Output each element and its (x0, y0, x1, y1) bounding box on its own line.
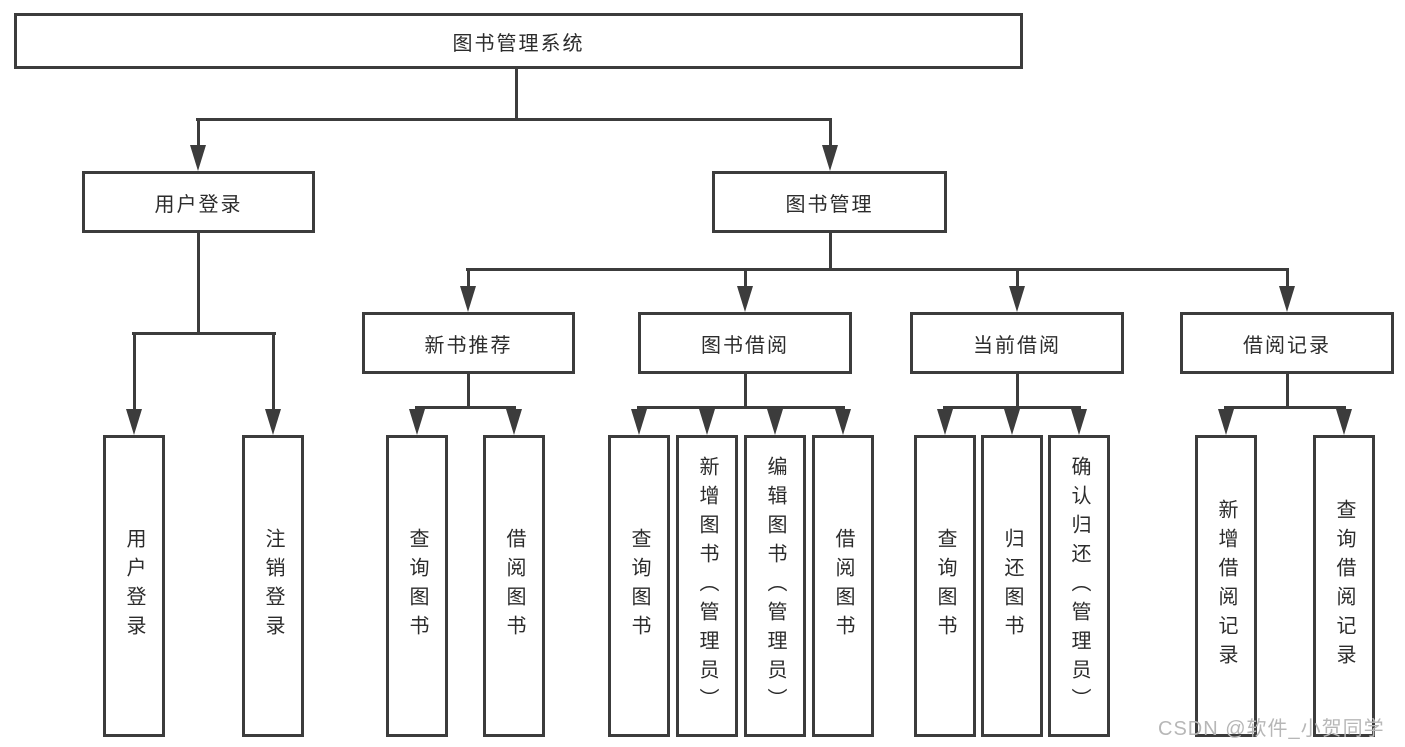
connector-drop (743, 271, 747, 287)
leaf-user-login: 用户登录 (103, 435, 165, 737)
leaf-user-login-label: 用户登录 (123, 528, 145, 644)
node-current-borrowing: 当前借阅 (910, 312, 1124, 374)
connector-new-book-branch (415, 406, 516, 409)
connector-root-stem (514, 69, 518, 121)
connector-drop (196, 121, 200, 147)
connector-drop (132, 335, 136, 409)
leaf-borrow-books-1: 借阅图书 (483, 435, 545, 737)
arrowhead-down-icon (937, 409, 953, 435)
node-book-management-label: 图书管理 (785, 193, 874, 216)
arrowhead-down-icon (1336, 409, 1352, 435)
node-current-borrowing-label: 当前借阅 (973, 334, 1061, 357)
connector-drop (1015, 271, 1019, 287)
node-book-borrowing: 图书借阅 (638, 312, 852, 374)
arrowhead-down-icon (506, 409, 522, 435)
leaf-add-borrow-record: 新增借阅记录 (1195, 435, 1257, 737)
leaf-return-books: 归还图书 (981, 435, 1043, 737)
leaf-edit-books-admin-label: 编辑图书（管理员） (764, 455, 786, 717)
connector-root-branch (196, 118, 832, 121)
node-book-borrowing-label: 图书借阅 (701, 334, 789, 357)
arrowhead-down-icon (460, 286, 476, 312)
connector-user-login-stem (196, 233, 200, 334)
connector-book-mgmt-branch (466, 268, 1289, 271)
leaf-query-borrow-record: 查询借阅记录 (1313, 435, 1375, 737)
connector-drop (271, 335, 275, 409)
connector-drop (1285, 271, 1289, 287)
arrowhead-down-icon (265, 409, 281, 435)
leaf-add-books-admin-label: 新增图书（管理员） (696, 455, 718, 717)
node-user-login: 用户登录 (82, 171, 315, 233)
leaf-add-books-admin: 新增图书（管理员） (676, 435, 738, 737)
connector-new-book-stem (466, 374, 470, 408)
arrowhead-down-icon (767, 409, 783, 435)
connector-book-borrow-branch (637, 406, 845, 409)
connector-drop (466, 271, 470, 287)
connector-current-borrow-stem (1015, 374, 1019, 408)
node-borrowing-records-label: 借阅记录 (1243, 334, 1331, 357)
connector-borrow-record-stem (1285, 374, 1289, 408)
leaf-return-books-label: 归还图书 (1001, 528, 1023, 644)
arrowhead-down-icon (1004, 409, 1020, 435)
leaf-query-borrow-record-label: 查询借阅记录 (1333, 499, 1355, 673)
connector-drop (828, 121, 832, 147)
arrowhead-down-icon (631, 409, 647, 435)
arrowhead-down-icon (1071, 409, 1087, 435)
arrowhead-down-icon (822, 145, 838, 171)
node-root-label: 图书管理系统 (452, 32, 585, 55)
node-book-management: 图书管理 (712, 171, 947, 233)
arrowhead-down-icon (1218, 409, 1234, 435)
leaf-query-books-2: 查询图书 (608, 435, 670, 737)
arrowhead-down-icon (1279, 286, 1295, 312)
leaf-query-books-1: 查询图书 (386, 435, 448, 737)
leaf-query-books-1-label: 查询图书 (406, 528, 428, 644)
connector-user-login-branch (132, 332, 276, 335)
arrowhead-down-icon (409, 409, 425, 435)
node-new-book-recommend: 新书推荐 (362, 312, 575, 374)
arrowhead-down-icon (126, 409, 142, 435)
leaf-query-books-3-label: 查询图书 (934, 528, 956, 644)
watermark: CSDN @软件_小贺同学 (1158, 718, 1385, 740)
node-user-login-label: 用户登录 (154, 193, 243, 216)
node-root: 图书管理系统 (14, 13, 1023, 69)
leaf-edit-books-admin: 编辑图书（管理员） (744, 435, 806, 737)
leaf-logout-label: 注销登录 (262, 528, 284, 644)
connector-current-borrow-branch (943, 406, 1081, 409)
connector-book-borrow-stem (743, 374, 747, 408)
leaf-confirm-return-admin: 确认归还（管理员） (1048, 435, 1110, 737)
leaf-borrow-books-2: 借阅图书 (812, 435, 874, 737)
leaf-query-books-2-label: 查询图书 (628, 528, 650, 644)
arrowhead-down-icon (835, 409, 851, 435)
leaf-confirm-return-admin-label: 确认归还（管理员） (1068, 455, 1090, 717)
node-new-book-recommend-label: 新书推荐 (424, 334, 513, 357)
leaf-add-borrow-record-label: 新增借阅记录 (1215, 499, 1237, 673)
connector-book-mgmt-stem (828, 233, 832, 270)
leaf-logout: 注销登录 (242, 435, 304, 737)
node-borrowing-records: 借阅记录 (1180, 312, 1394, 374)
leaf-query-books-3: 查询图书 (914, 435, 976, 737)
arrowhead-down-icon (737, 286, 753, 312)
arrowhead-down-icon (699, 409, 715, 435)
leaf-borrow-books-2-label: 借阅图书 (832, 528, 854, 644)
arrowhead-down-icon (190, 145, 206, 171)
leaf-borrow-books-1-label: 借阅图书 (503, 528, 525, 644)
connector-borrow-record-branch (1224, 406, 1346, 409)
arrowhead-down-icon (1009, 286, 1025, 312)
